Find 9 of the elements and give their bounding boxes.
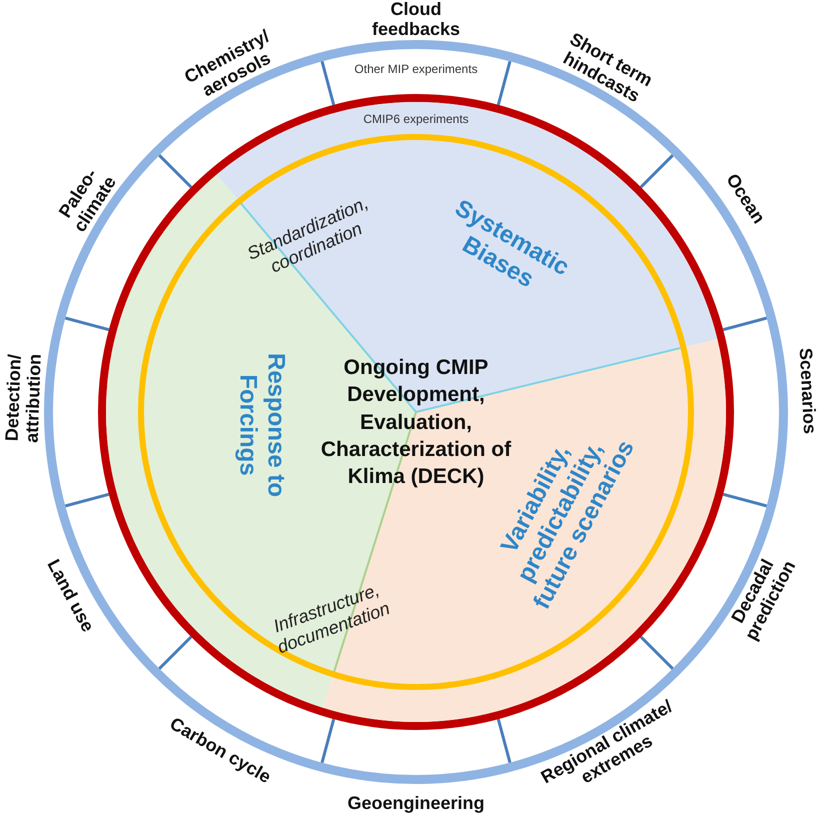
mip-label: Land use <box>42 555 100 638</box>
mip-label: Cloud feedbacks <box>370 0 462 40</box>
mip-label: Scenarios <box>795 346 822 437</box>
sector-title: Response to Forcings <box>234 352 290 500</box>
ring-label: Other MIP experiments <box>353 63 479 77</box>
mip-label: Geoengineering <box>346 794 486 814</box>
deck-circle <box>138 134 694 690</box>
mip-label: Detection/ attribution <box>2 352 46 446</box>
ring-label: CMIP6 experiments <box>362 113 470 127</box>
